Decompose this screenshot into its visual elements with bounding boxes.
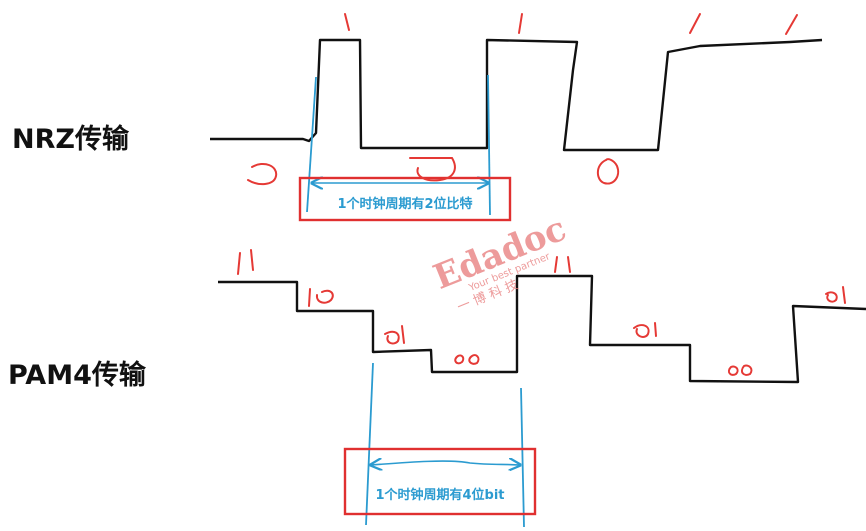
nrz-mark-4 [785,14,798,35]
pam4-mark-00b [727,364,753,376]
pam4-annotation-text: 1个时钟周期有4位bit [375,487,504,503]
nrz-mark-2 [518,13,523,34]
pam4-mark-11a [237,249,254,275]
nrz-zero-2 [409,157,456,182]
nrz-zero-marks [247,157,620,186]
pam4-mark-00a [454,354,480,365]
pam4-mark-11b [554,256,571,273]
nrz-annotation-text: 1个时钟周期有2位比特 [337,196,472,212]
pam4-clock-line-right [520,387,525,528]
pam4-mark-01b [633,322,657,338]
nrz-zero-3 [596,158,620,185]
pam4-mark-10 [308,288,334,307]
nrz-mark-1 [344,13,350,31]
nrz-title: NRZ传输 [12,124,129,155]
pam4-waveform [218,274,866,384]
edadoc-watermark: Edadoc Your best partner 一 博 科 技 [428,209,572,316]
nrz-clock-line-right [487,74,491,216]
nrz-clock-line-left [306,76,317,213]
pam4-annotation-box [343,447,537,516]
pam4-period-arrow [371,461,520,465]
nrz-annotation-box [298,176,512,222]
pam4-level-marks [237,249,846,376]
pam4-clock-line-left [365,362,374,526]
nrz-zero-1 [247,163,278,186]
nrz-waveform [210,38,823,152]
pam4-mark-01a [384,325,405,345]
pam4-mark-01c [825,286,846,304]
pam4-title: PAM4传输 [8,360,146,391]
nrz-mark-3 [689,13,701,34]
nrz-one-marks [344,13,798,35]
